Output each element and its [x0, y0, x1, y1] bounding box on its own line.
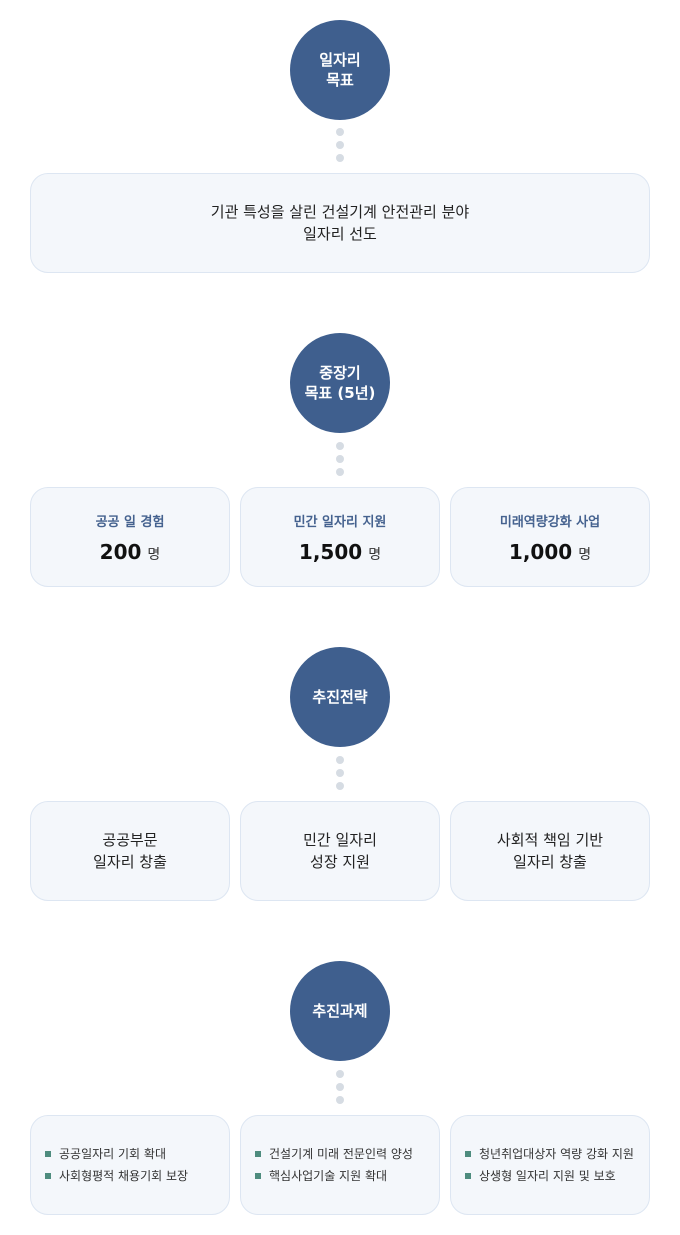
goal-unit: 명 — [578, 546, 592, 563]
tasks-circle: 추진과제 — [290, 961, 390, 1061]
goal-value: 1,500 명 — [299, 540, 381, 564]
task-card-1: 공공일자리 기회 확대 사회형평적 채용기회 보장 — [30, 1115, 230, 1215]
goal-number: 1,000 — [508, 539, 573, 564]
goal-number: 200 — [99, 539, 142, 564]
bullet-square-icon — [465, 1151, 471, 1157]
goal-card-public: 공공 일 경험 200 명 — [30, 487, 230, 587]
bullet-square-icon — [465, 1173, 471, 1179]
goal-unit: 명 — [147, 546, 161, 563]
goal-card-private: 민간 일자리 지원 1,500 명 — [240, 487, 440, 587]
task-card-2: 건설기계 미래 전문인력 양성 핵심사업기술 지원 확대 — [240, 1115, 440, 1215]
task-text: 핵심사업기술 지원 확대 — [269, 1169, 388, 1183]
connector-dots — [336, 1070, 344, 1109]
task-list: 건설기계 미래 전문인력 양성 핵심사업기술 지원 확대 — [241, 1140, 439, 1190]
task-item: 건설기계 미래 전문인력 양성 — [255, 1146, 439, 1162]
mid-goal-circle: 중장기 목표 (5년) — [290, 333, 390, 433]
goal-value: 1,000 명 — [509, 540, 591, 564]
connector-dots — [336, 128, 344, 167]
task-text: 공공일자리 기회 확대 — [59, 1147, 166, 1161]
mission-text: 기관 특성을 살린 건설기계 안전관리 분야 일자리 선도 — [210, 203, 470, 243]
goal-value: 200 명 — [100, 540, 161, 564]
mission-box: 기관 특성을 살린 건설기계 안전관리 분야 일자리 선도 — [30, 173, 650, 273]
strategy-circle: 추진전략 — [290, 647, 390, 747]
strategy-text: 사회적 책임 기반 일자리 창출 — [496, 831, 604, 871]
strategy-text: 공공부문 일자리 창출 — [93, 831, 167, 871]
task-text: 상생형 일자리 지원 및 보호 — [479, 1169, 616, 1183]
strategy-card-social: 사회적 책임 기반 일자리 창출 — [450, 801, 650, 901]
strategy-card-public: 공공부문 일자리 창출 — [30, 801, 230, 901]
task-item: 청년취업대상자 역량 강화 지원 — [465, 1146, 649, 1162]
goal-label: 미래역량강화 사업 — [499, 514, 601, 530]
task-list: 공공일자리 기회 확대 사회형평적 채용기회 보장 — [31, 1140, 229, 1190]
bullet-square-icon — [45, 1173, 51, 1179]
task-text: 건설기계 미래 전문인력 양성 — [269, 1147, 413, 1161]
task-text: 청년취업대상자 역량 강화 지원 — [479, 1147, 634, 1161]
goal-number: 1,500 — [298, 539, 363, 564]
strategy-card-private: 민간 일자리 성장 지원 — [240, 801, 440, 901]
bullet-square-icon — [255, 1151, 261, 1157]
connector-dots — [336, 756, 344, 795]
task-text: 사회형평적 채용기회 보장 — [59, 1169, 189, 1183]
bullet-square-icon — [45, 1151, 51, 1157]
goal-card-future: 미래역량강화 사업 1,000 명 — [450, 487, 650, 587]
task-item: 공공일자리 기회 확대 — [45, 1146, 229, 1162]
goal-unit: 명 — [368, 546, 382, 563]
task-list: 청년취업대상자 역량 강화 지원 상생형 일자리 지원 및 보호 — [451, 1140, 649, 1190]
task-item: 상생형 일자리 지원 및 보호 — [465, 1168, 649, 1184]
task-item: 핵심사업기술 지원 확대 — [255, 1168, 439, 1184]
bullet-square-icon — [255, 1173, 261, 1179]
strategy-text: 민간 일자리 성장 지원 — [303, 831, 377, 871]
goal-label: 공공 일 경험 — [95, 514, 165, 530]
task-card-3: 청년취업대상자 역량 강화 지원 상생형 일자리 지원 및 보호 — [450, 1115, 650, 1215]
job-goal-circle: 일자리 목표 — [290, 20, 390, 120]
goal-label: 민간 일자리 지원 — [293, 514, 387, 530]
task-item: 사회형평적 채용기회 보장 — [45, 1168, 229, 1184]
connector-dots — [336, 442, 344, 481]
